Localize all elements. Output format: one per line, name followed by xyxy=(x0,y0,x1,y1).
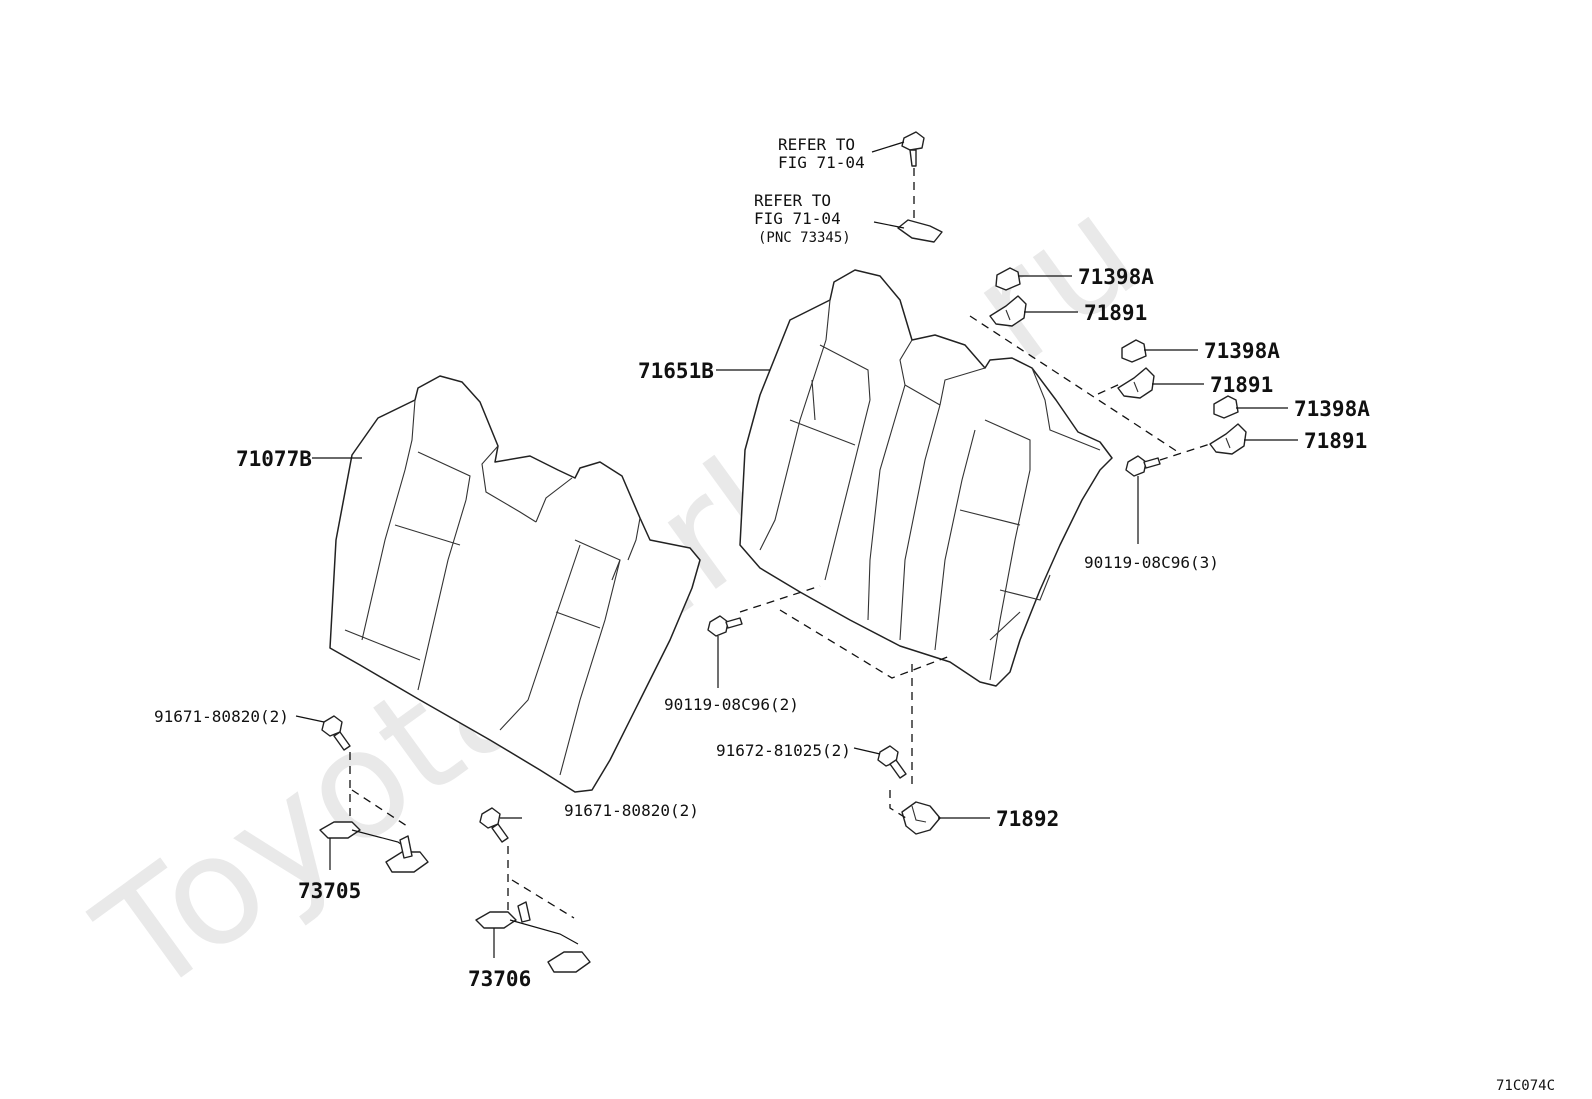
bolt-91671-a xyxy=(321,715,351,751)
bolt-91672 xyxy=(877,745,907,779)
label-71891-3: 71891 xyxy=(1304,429,1367,453)
bolt-90119-right xyxy=(1125,455,1161,477)
clip-71398A-3 xyxy=(1213,395,1239,419)
label-73705: 73705 xyxy=(298,879,361,903)
clip-71398A-2 xyxy=(1121,339,1147,363)
dashed-lines xyxy=(349,168,1211,919)
leader-lines xyxy=(295,141,1298,958)
seatback-cover-right xyxy=(739,269,1113,687)
label-71891-2: 71891 xyxy=(1210,373,1273,397)
label-91671-a: 91671-80820(2) xyxy=(154,707,289,726)
clip-71398A-1 xyxy=(995,267,1021,291)
label-71398A-1: 71398A xyxy=(1078,265,1154,289)
label-90119-3: 90119-08C96(3) xyxy=(1084,553,1219,572)
refer-text-2-line3: (PNC 73345) xyxy=(758,230,851,246)
label-71892: 71892 xyxy=(996,807,1059,831)
bolt-91671-b xyxy=(479,807,509,843)
bolt-90119-left xyxy=(707,615,743,637)
label-71077B: 71077B xyxy=(236,447,312,471)
seatback-cover-left xyxy=(329,375,701,793)
retainer-71891-1 xyxy=(989,295,1027,327)
retainer-71891-2 xyxy=(1117,367,1155,399)
label-90119-2: 90119-08C96(2) xyxy=(664,695,799,714)
label-91672: 91672-81025(2) xyxy=(716,741,851,760)
hinge-73705 xyxy=(319,821,429,873)
label-73706: 73706 xyxy=(468,967,531,991)
figure-code: 71C074C xyxy=(1496,1078,1555,1094)
label-71651B: 71651B xyxy=(638,359,714,383)
bracket-71892 xyxy=(901,801,941,835)
refer-text-2-line1: REFER TO xyxy=(754,191,831,210)
label-71398A-3: 71398A xyxy=(1294,397,1370,421)
label-71398A-2: 71398A xyxy=(1204,339,1280,363)
refer-text-2-line2: FIG 71-04 xyxy=(754,209,841,228)
refer-text-1-line1: REFER TO xyxy=(778,135,855,154)
label-71891-1: 71891 xyxy=(1084,301,1147,325)
refer-text-1-line2: FIG 71-04 xyxy=(778,153,865,172)
label-91671-b: 91671-80820(2) xyxy=(564,801,699,820)
retainer-71891-3 xyxy=(1209,423,1247,455)
nut-plate xyxy=(897,219,943,243)
hinge-73706 xyxy=(475,901,591,973)
screw-top xyxy=(901,131,925,167)
